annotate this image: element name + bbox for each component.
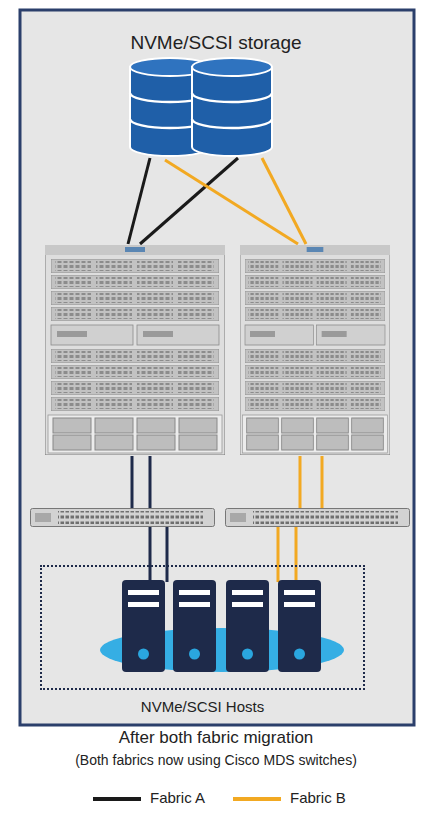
- storage-icon: [192, 58, 272, 156]
- legend-text: Fabric B: [290, 789, 346, 807]
- mds-director: [45, 245, 225, 455]
- outer-panel: [20, 10, 414, 725]
- server-icon: [278, 580, 321, 672]
- legend-line: [233, 797, 281, 801]
- legend-line: [93, 797, 141, 801]
- fabric-switch: [31, 509, 215, 527]
- storage-links: [128, 158, 306, 244]
- fabric-switch: [226, 509, 410, 527]
- node-heading: NVMe/SCSI Hosts: [42, 698, 363, 716]
- mds-director: [240, 245, 390, 455]
- server-icon: [226, 580, 269, 672]
- host-group: NVMe/SCSI Hosts: [40, 565, 365, 690]
- node-heading: NVMe/SCSI storage: [100, 32, 332, 55]
- server-icon: [122, 580, 165, 672]
- caption: After both fabric migration: [0, 728, 432, 748]
- legend-text: Fabric A: [150, 789, 205, 807]
- storage-group: NVMe/SCSI storage: [100, 28, 332, 160]
- caption-note: (Both fabrics now using Cisco MDS switch…: [0, 752, 432, 769]
- server-icon: [173, 580, 216, 672]
